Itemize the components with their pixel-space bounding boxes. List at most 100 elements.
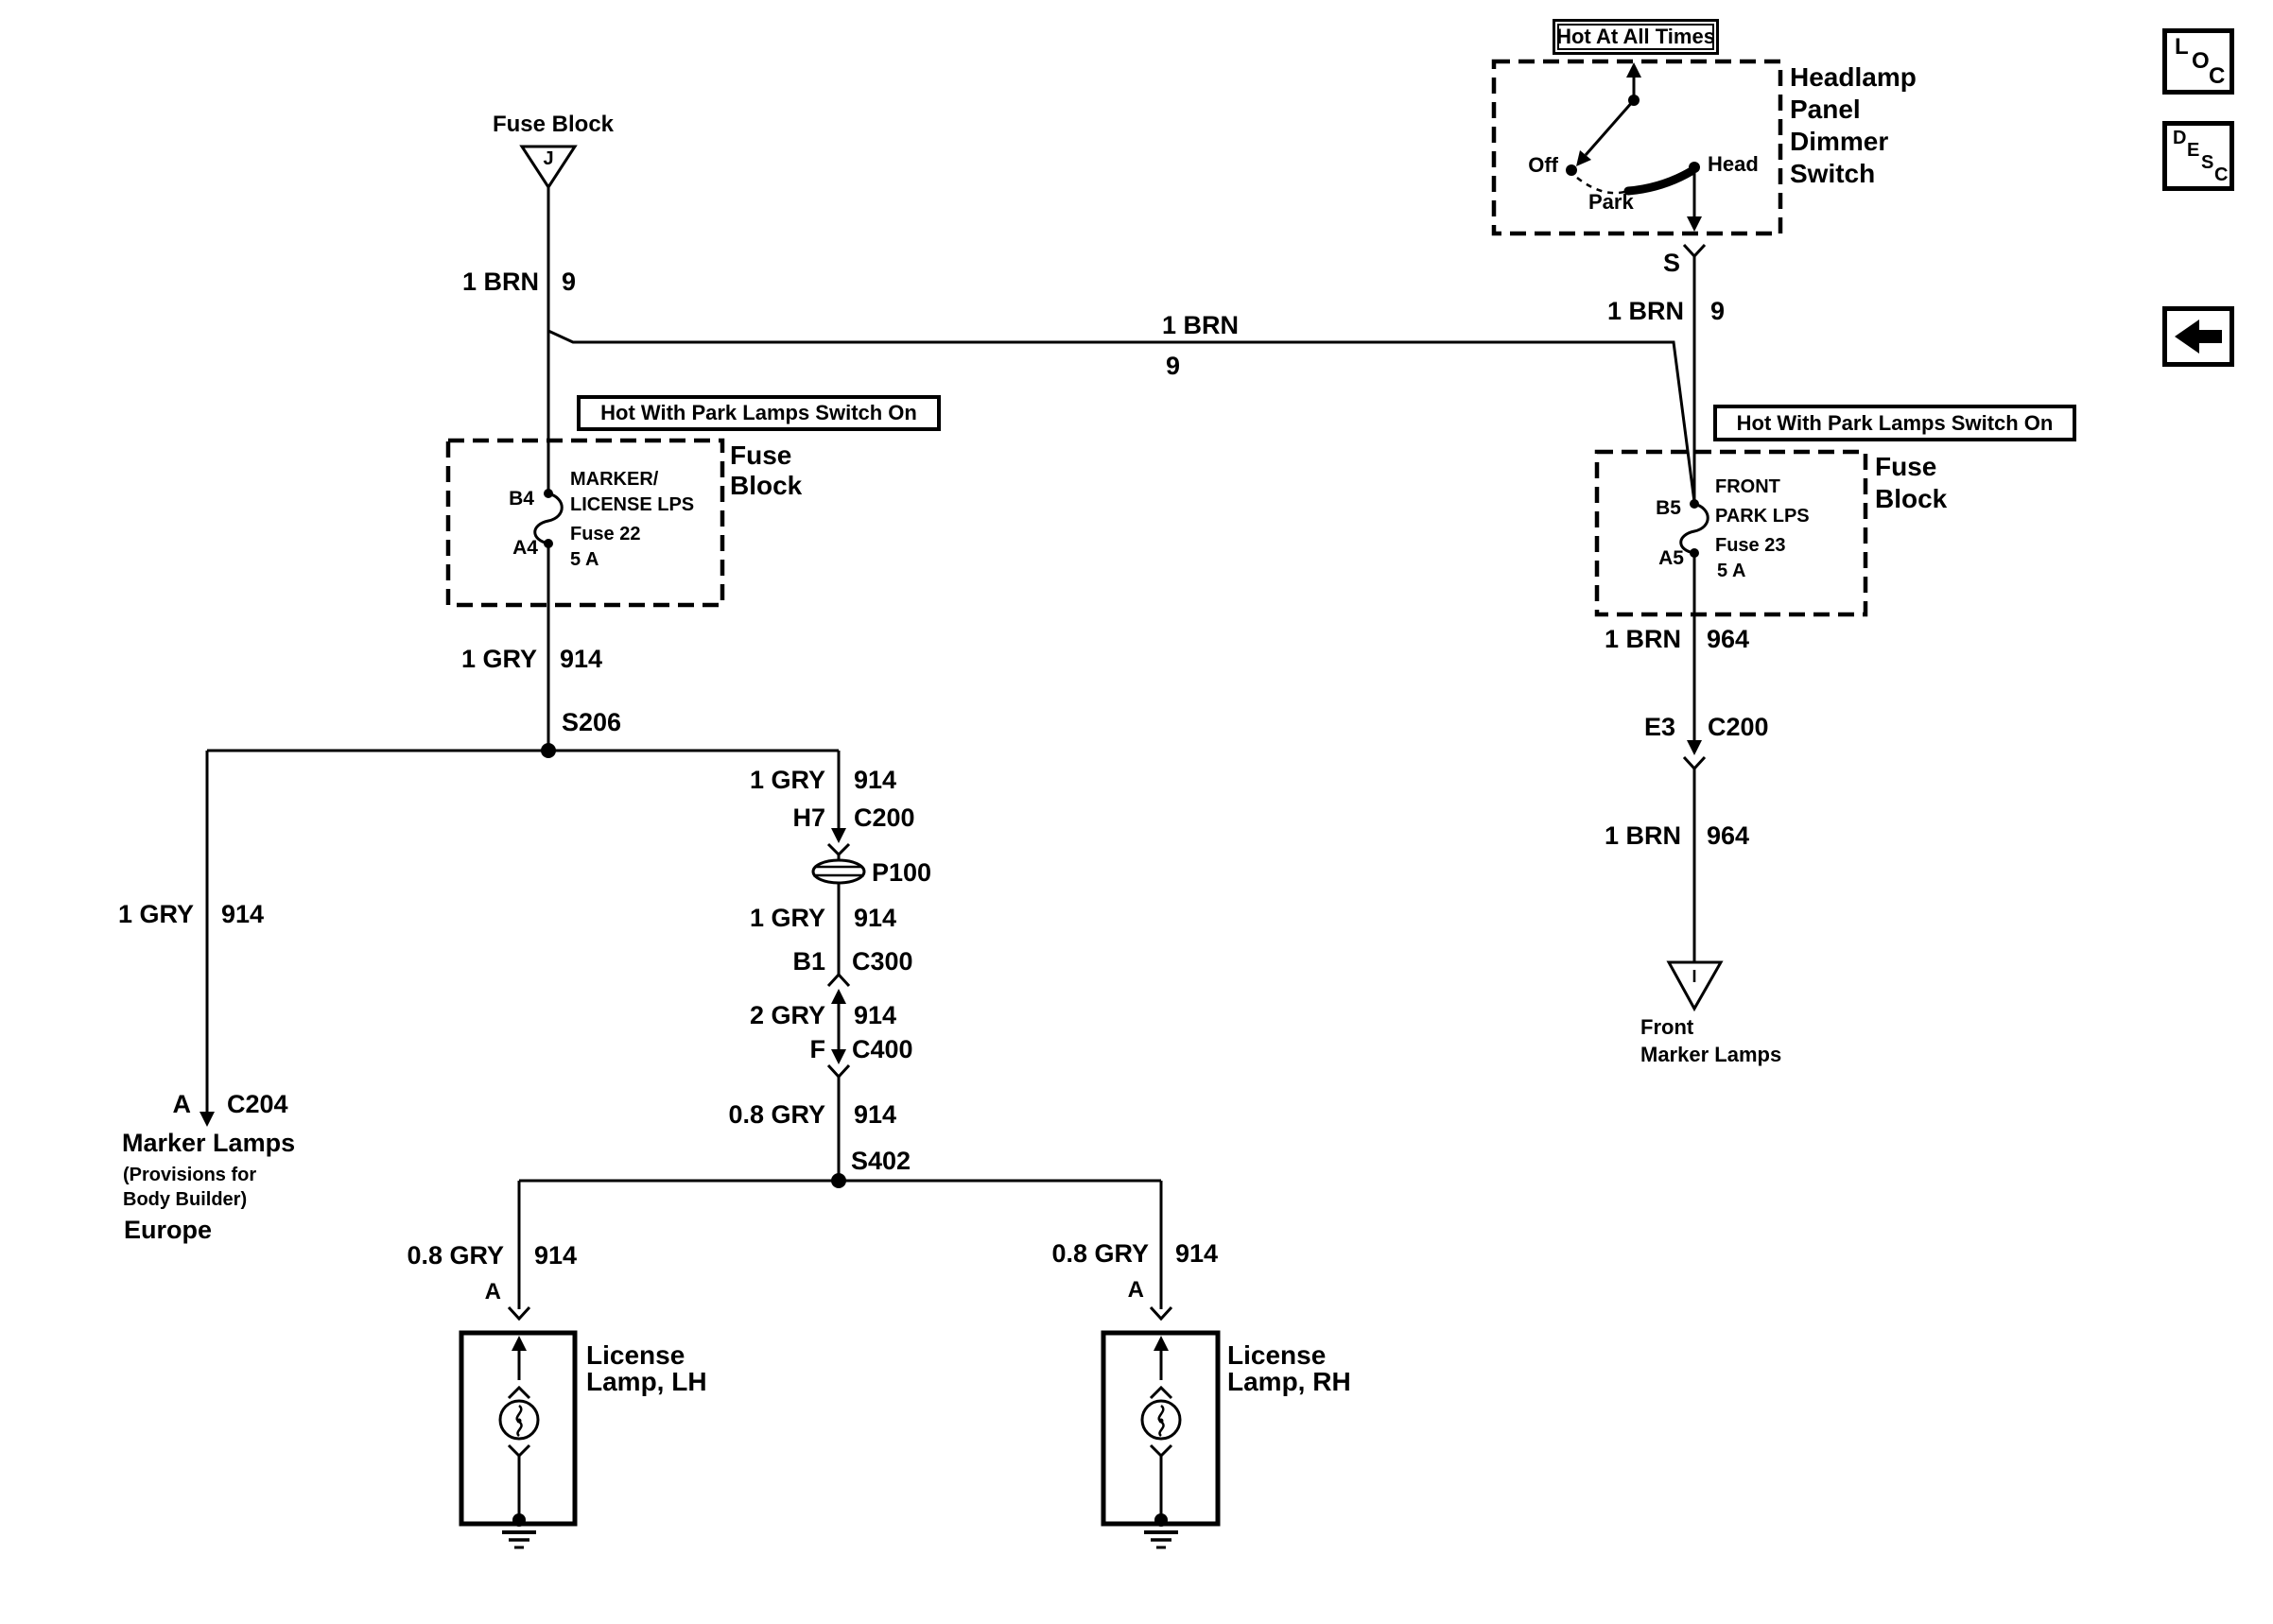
grommet-p100-label: P100 [872,858,932,887]
wire-j-feed-circuit: 9 [562,268,577,296]
headlamp-switch-symbol [1566,62,1702,232]
fuse23-detail-4: 5 A [1717,561,1746,581]
loc-letter-l: L [2175,34,2189,60]
wire-j-feed-size-color: 1 BRN [461,268,539,296]
fuse22-box [445,438,725,608]
switch-wiper-arc [1623,166,1696,196]
wire-lh-branch-circuit: 914 [534,1241,578,1270]
connector-c400-name: C400 [852,1035,913,1063]
license-lamp-rh-symbol [1101,1330,1221,1549]
wire-rh-branch-size-color: 0.8 GRY [1051,1239,1149,1268]
loc-letter-c: C [2209,63,2226,89]
connector-c204-name: C204 [227,1090,288,1118]
headlamp-switch-name-3: Dimmer [1790,127,1889,156]
wire-right-lower-circuit: 964 [1707,821,1750,850]
c200-center-arrow [831,828,846,843]
bulb-rh [1140,1399,1182,1441]
front-marker-page-ref: I [1692,967,1697,986]
marker-lamps-note-1: (Provisions for [123,1165,257,1185]
license-lamp-rh-name-1: License [1227,1340,1327,1370]
wire-fuse22-out-size-color: 1 GRY [460,645,537,673]
headlamp-switch-name-4: Switch [1790,159,1876,188]
dots [541,489,1699,1188]
front-marker-triangle [1666,960,1724,1012]
splice-s402-label: S402 [851,1147,911,1175]
lamp-lh-terminal-chevron [507,1305,531,1322]
fuse22-element [533,492,564,545]
marker-lamps-europe: Europe [124,1216,213,1244]
connector-c300-terminal: B1 [792,947,825,976]
lamp-lh-terminal-a: A [484,1279,501,1304]
fuse23-component-2: Block [1875,484,1948,513]
splice-s402-dot [831,1173,846,1188]
wire-center1-circuit: 914 [854,766,897,794]
fuse23-box [1594,449,1868,617]
fuse22-detail-2: LICENSE LPS [570,494,695,515]
ground-lh-dot [512,1513,526,1527]
headlamp-switch-name-1: Headlamp [1790,62,1917,92]
p100-grommet-symbol [811,858,866,885]
hot-with-park-lamps-banner-right: Hot With Park Lamps Switch On [1713,405,2076,441]
c200-center-chevron [826,842,851,857]
dashed-boxes [445,59,1868,617]
fuse23-detail-2: PARK LPS [1715,506,1810,527]
license-lamp-lh-name-2: Lamp, LH [586,1367,707,1396]
connector-c200-right-terminal: E3 [1643,713,1675,741]
arrowheads [200,740,1702,1127]
connector-c200-right-name: C200 [1708,713,1769,741]
connector-chevrons [507,243,1707,1322]
c300-arrow [831,989,846,1004]
wire-center3-circuit: 914 [854,1001,897,1029]
hot-with-park-lamps-banner-left: Hot With Park Lamps Switch On [577,395,941,431]
c200-right-arrow [1687,740,1702,755]
loc-button[interactable]: L O C [2162,28,2234,95]
wire-center1-size-color: 1 GRY [749,766,825,794]
fuse22-terminal-b4: B4 [509,488,534,510]
fuse22-detail-3: Fuse 22 [570,524,641,544]
back-button[interactable] [2162,306,2234,367]
splice-s206-label: S206 [562,708,622,736]
connector-c400-terminal: F [809,1035,826,1063]
c200-right-chevron [1682,755,1707,771]
switch-position-park: Park [1588,190,1634,214]
connector-c200-center-terminal: H7 [792,803,825,832]
front-marker-name-1: Front [1640,1015,1694,1039]
bulb-lh [498,1399,540,1441]
fuse-block-j-label: Fuse Block [492,112,615,137]
wire-lh-branch-size-color: 0.8 GRY [407,1241,504,1270]
wire-bus-size-color: 1 BRN [1162,311,1240,339]
c204-arrow [200,1112,215,1127]
switch-position-head: Head [1708,152,1759,176]
b5-dot [1690,499,1699,509]
fuse22-detail-4: 5 A [570,549,599,570]
license-lamp-lh-symbol [459,1330,578,1549]
wire-switch-feed-circuit: 9 [1710,297,1726,325]
fuse22-detail-1: MARKER/ [570,469,659,490]
headlamp-switch-box [1491,59,1783,236]
wire-bus [547,329,1696,503]
ground-rh-dot [1154,1513,1168,1527]
fuse23-component-1: Fuse [1875,452,1937,481]
wire-left-branch-size-color: 1 GRY [117,900,194,928]
fuse23-detail-3: Fuse 23 [1715,535,1786,556]
fuse22-terminal-a4: A4 [512,537,538,559]
loc-letter-o: O [2192,48,2210,74]
wire-switch-feed-size-color: 1 BRN [1606,297,1684,325]
fuse22-component-1: Fuse [730,441,792,470]
marker-lamps-note-2: Body Builder) [123,1189,248,1210]
a4-dot [544,539,553,548]
wire-center2-circuit: 914 [854,904,897,932]
marker-lamps-name: Marker Lamps [122,1129,296,1157]
desc-button[interactable]: D E S C [2162,121,2234,191]
a5-dot [1690,548,1699,558]
wire-fuse23-out-size-color: 1 BRN [1604,625,1681,653]
wire-center4-circuit: 914 [854,1100,897,1129]
fuse-block-j-page-ref: J [543,148,554,169]
wire-right-lower-size-color: 1 BRN [1604,821,1681,850]
fuse23-terminal-b5: B5 [1656,497,1681,519]
wire-center2-size-color: 1 GRY [749,904,825,932]
b4-dot [544,489,553,498]
wire-left-branch-circuit: 914 [221,900,265,928]
